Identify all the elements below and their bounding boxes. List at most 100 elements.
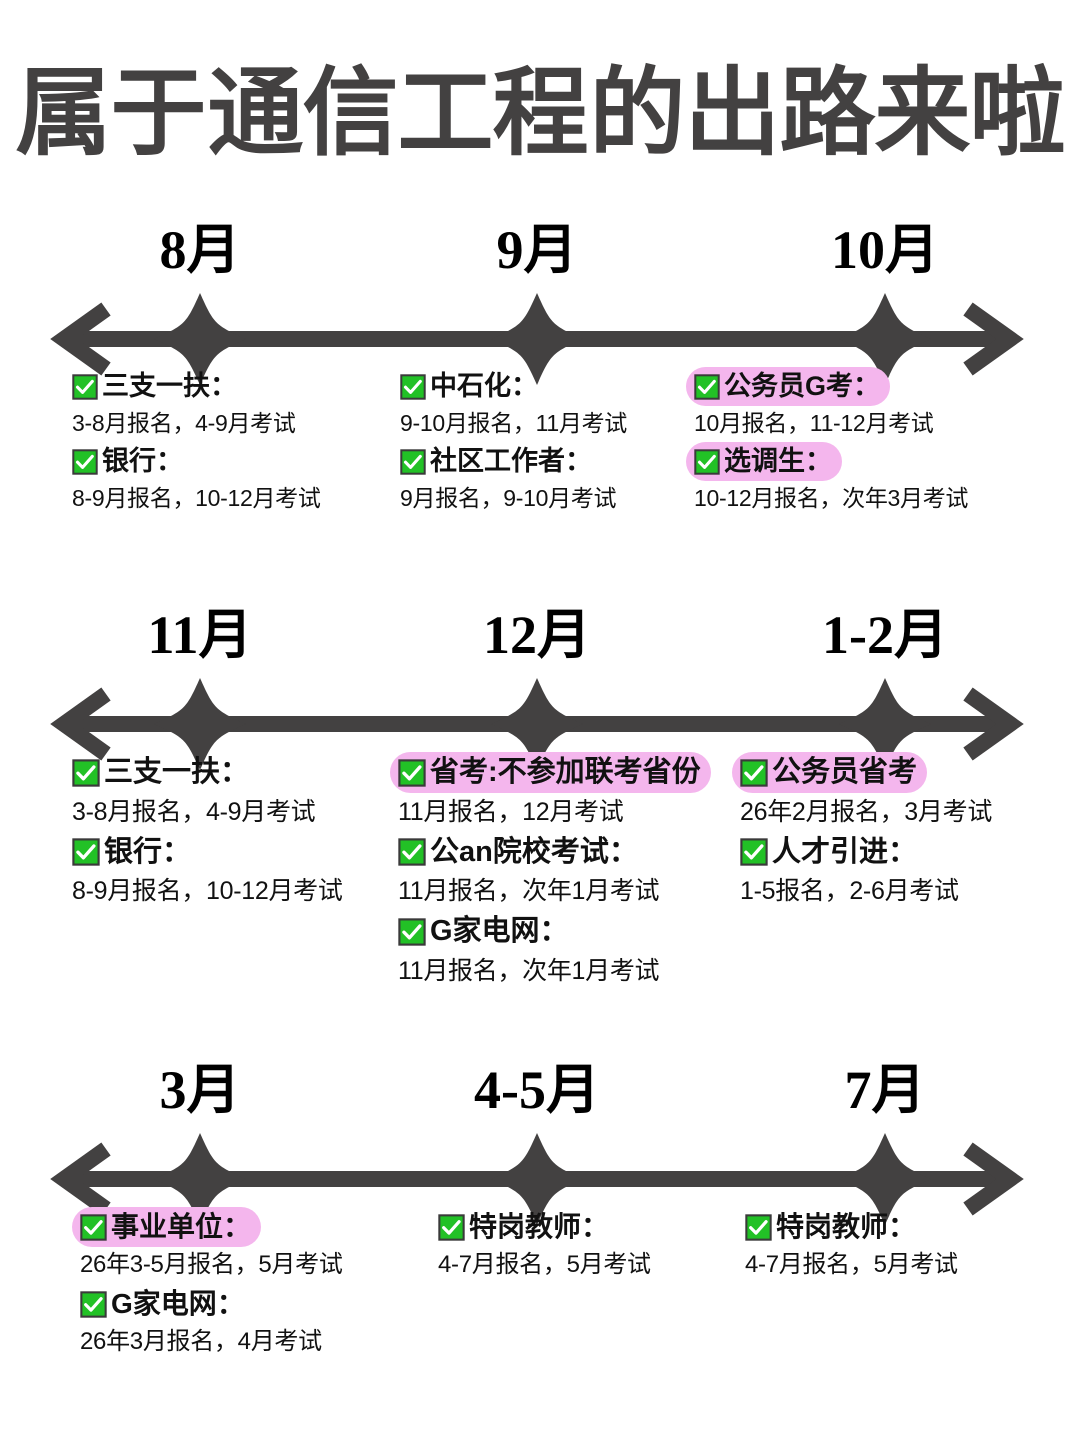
entry-detail: 26年2月报名，3月考试 [740, 797, 993, 826]
timeline-entry: 三支一扶：3-8月报名，4-9月考试 [72, 756, 422, 827]
title-prefix: 属于 [15, 60, 207, 167]
month-label: 1-2月 [822, 605, 948, 665]
entry-column: 公务员G考：10月报名，11-12月考试 选调生：10-12月报名，次年3月考试 [686, 367, 1024, 521]
timeline-axis [0, 678, 1080, 770]
four-point-star-icon [154, 1133, 246, 1225]
entry-name: 中石化： [430, 371, 538, 401]
check-square-icon [740, 838, 768, 867]
entry-header: 公an院校考试： [398, 836, 638, 869]
entry-header: 银行： [72, 836, 191, 869]
entry-name: 特岗教师： [469, 1211, 610, 1242]
check-square-icon [72, 838, 100, 867]
entry-name: 三支一扶： [104, 756, 250, 788]
check-square-icon [740, 838, 768, 867]
entry-detail: 11月报名，次年1月考试 [398, 877, 660, 906]
timeline-entry: 公务员G考：10月报名，11-12月考试 [686, 367, 1024, 437]
check-square-icon [438, 1213, 465, 1241]
entry-header: 公务员G考： [686, 367, 891, 407]
four-point-star-icon [839, 293, 931, 385]
check-square-icon [398, 918, 426, 946]
pink-highlight [686, 367, 891, 407]
entry-column: 三支一扶： 3-8月报名，4-9月考试 银行： 8-9月报名，10-12月考试 [72, 371, 402, 521]
entry-detail: 4-7月报名，5月考试 [438, 1250, 651, 1278]
entry-header: 选调生： [686, 442, 842, 482]
check-square-icon [694, 448, 720, 475]
check-square-icon [438, 1213, 465, 1241]
entry-name: 人才引进： [772, 835, 918, 868]
timeline-entry: 选调生：10-12月报名，次年3月考试 [686, 442, 1024, 512]
timeline-axis [0, 1133, 1080, 1225]
entry-header: 银行： [72, 446, 183, 477]
check-square-icon [80, 1291, 107, 1318]
four-point-star-icon [839, 678, 931, 770]
entry-header: 人才引进： [740, 836, 917, 869]
check-square-icon [398, 838, 426, 867]
check-square-icon [400, 448, 426, 475]
entry-detail: 26年3月报名，4月考试 [80, 1327, 322, 1355]
check-square-icon [740, 758, 768, 787]
month-label: 12月 [483, 605, 591, 665]
check-square-icon [745, 1213, 772, 1241]
entry-detail: 8-9月报名，10-12月考试 [72, 484, 321, 511]
entry-detail: 26年3-5月报名，5月考试 [80, 1250, 343, 1278]
check-square-icon [398, 758, 426, 787]
check-square-icon [398, 758, 426, 787]
entry-detail: 3-8月报名，4-9月考试 [72, 409, 296, 436]
entry-detail: 11月报名，次年1月考试 [398, 957, 660, 986]
entry-name: 社区工作者： [430, 446, 592, 477]
timeline-entry: G家电网：11月报名，次年1月考试 [398, 915, 748, 986]
timeline-entry: 银行： 8-9月报名，10-12月考试 [72, 836, 422, 907]
four-point-star-icon [491, 1133, 583, 1225]
timeline-axis-svg [50, 678, 1024, 770]
timeline-entry: 公an院校考试： 11月报名，次年1月考试 [398, 836, 748, 907]
entry-header: 三支一扶： [72, 371, 237, 402]
entry-name: 事业单位： [111, 1211, 252, 1242]
timeline-entry: 银行： 8-9月报名，10-12月考试 [72, 446, 402, 512]
four-point-star-icon [154, 293, 246, 385]
check-square-icon [400, 373, 426, 400]
title-highlight: 通信工程 [199, 44, 596, 184]
check-square-icon [694, 373, 720, 400]
entry-detail: 1-5报名，2-6月考试 [740, 877, 959, 906]
entry-columns: 事业单位： 26年3-5月报名，5月考试 G家电网：26年3月报名，4月考试 特岗… [0, 1207, 1080, 1355]
entry-detail: 8-9月报名，10-12月考试 [72, 877, 343, 906]
check-square-icon [72, 448, 98, 475]
month-label: 8月 [159, 220, 241, 280]
entry-header: 特岗教师： [745, 1211, 916, 1243]
check-square-icon [398, 838, 426, 867]
entry-header: 特岗教师： [438, 1211, 609, 1243]
entry-detail: 10月报名，11-12月考试 [694, 409, 934, 436]
entry-column: 中石化：9-10月报名，11月考试 社区工作者：9月报名，9-10月考试 [400, 371, 730, 521]
entry-column: 特岗教师： 4-7月报名，5月考试 [438, 1211, 768, 1288]
entry-header: 省考:不参加联考省份 [390, 752, 711, 794]
title-suffix: 的出路来啦 [589, 60, 1066, 167]
entry-name: 银行： [102, 446, 183, 477]
month-label: 7月 [844, 1060, 926, 1120]
timeline-entry: 中石化：9-10月报名，11月考试 [400, 371, 730, 437]
check-square-icon [72, 838, 100, 867]
entry-column: 三支一扶：3-8月报名，4-9月考试 银行： 8-9月报名，10-12月考试 [72, 756, 422, 915]
check-square-icon [72, 373, 98, 400]
entry-header: 事业单位： [72, 1207, 262, 1248]
pink-highlight [390, 752, 711, 794]
entry-name: 省考:不参加联考省份 [430, 756, 701, 788]
entry-detail: 10-12月报名，次年3月考试 [694, 484, 969, 511]
page-title: 属于通信工程的出路来啦 [0, 44, 1080, 184]
entry-columns: 三支一扶： 3-8月报名，4-9月考试 银行： 8-9月报名，10-12月考试 中石… [0, 367, 1080, 511]
timeline-entry: G家电网：26年3月报名，4月考试 [80, 1288, 410, 1356]
check-square-icon [400, 373, 426, 400]
four-point-star-icon [154, 678, 246, 770]
check-square-icon [80, 1291, 107, 1318]
entry-header: 社区工作者： [400, 446, 592, 477]
entry-column: 事业单位： 26年3-5月报名，5月考试 G家电网：26年3月报名，4月考试 [72, 1207, 410, 1366]
check-square-icon [740, 758, 768, 787]
check-square-icon [80, 1213, 107, 1241]
check-square-icon [80, 1213, 107, 1241]
month-label: 10月 [831, 220, 939, 280]
